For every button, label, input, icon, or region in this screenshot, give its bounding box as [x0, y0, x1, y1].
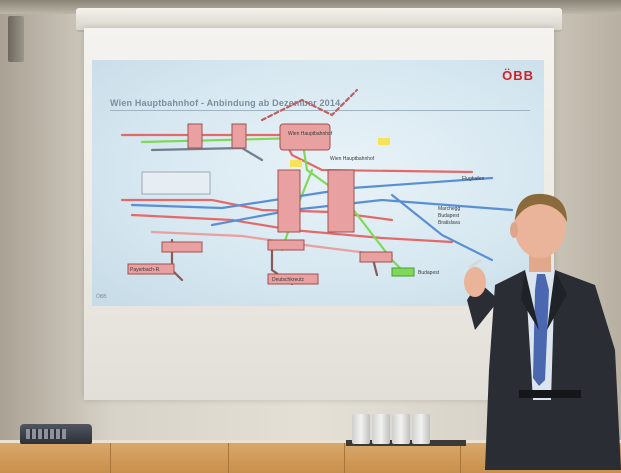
- presenter-lapel-right: [547, 270, 567, 330]
- station-block-2: [327, 169, 355, 233]
- obb-logo: ÖBB: [502, 68, 534, 83]
- station-block-1: [277, 169, 301, 233]
- label-deutschkreutz: Deutschkreutz: [272, 277, 304, 283]
- presenter-hand: [464, 267, 486, 297]
- track-green-1: [140, 136, 404, 272]
- wood-seam: [344, 443, 345, 473]
- presenter-hair: [515, 193, 567, 222]
- sticker-yellow-1: [378, 138, 390, 145]
- projected-slide: ÖBB Wien Hauptbahnhof - Anbindung ab Dez…: [92, 60, 544, 306]
- presenter-ear: [510, 222, 518, 238]
- wood-seam: [110, 443, 111, 473]
- track-blue-3: [390, 193, 494, 262]
- station-secondary-label: Wien Hauptbahnhof: [330, 156, 375, 162]
- presenter: [464, 193, 621, 470]
- label-budapest-bottom: Budapest: [418, 270, 440, 276]
- track-red-1: [120, 133, 474, 174]
- wall-speaker: [8, 16, 24, 62]
- station-label-mid: [267, 273, 319, 285]
- cup: [352, 414, 370, 444]
- slide-title: Wien Hauptbahnhof - Anbindung ab Dezembe…: [110, 98, 341, 108]
- track-grey-1: [260, 88, 359, 122]
- station-box-top-1: [187, 123, 203, 149]
- label-budapest-right: Budapest: [438, 213, 460, 219]
- presenter-lapel-left: [521, 270, 539, 330]
- label-marchegg: Marchegg: [438, 206, 460, 212]
- phone-keypad: [26, 429, 66, 439]
- cup: [412, 414, 430, 444]
- wood-seam: [228, 443, 229, 473]
- cup: [392, 414, 410, 444]
- rail-network-diagram: Wien Hauptbahnhof Wien Hauptbahnhof Flug…: [120, 88, 514, 286]
- station-bottom-mid: [267, 239, 305, 251]
- legend-box: [141, 171, 211, 195]
- cup: [372, 414, 390, 444]
- label-bratislava: Bratislava: [438, 220, 460, 226]
- station-main-label: Wien Hauptbahnhof: [288, 131, 333, 137]
- presenter-tie: [533, 274, 549, 386]
- wood-seam: [460, 443, 461, 473]
- paper-cups: [352, 410, 430, 444]
- label-payerbach: Payerbach-R.: [130, 267, 161, 273]
- title-rule: [110, 110, 530, 111]
- sticker-yellow-2: [290, 160, 302, 167]
- presenter-suit: [485, 270, 621, 470]
- station-green-end: [391, 267, 415, 277]
- slide-footer: ÖBB: [96, 294, 107, 300]
- track-grey-2: [150, 146, 264, 162]
- station-main: [279, 123, 331, 151]
- station-bottom-right: [359, 251, 393, 263]
- presenter-head: [514, 194, 566, 258]
- station-bottom-left: [161, 241, 203, 253]
- presenter-pen: [468, 258, 482, 270]
- station-label-left: [127, 263, 175, 275]
- label-flughafen: Flughafen: [462, 176, 484, 182]
- station-box-top-2: [231, 123, 247, 149]
- desk-phone: [20, 424, 92, 444]
- presenter-belt: [519, 390, 581, 398]
